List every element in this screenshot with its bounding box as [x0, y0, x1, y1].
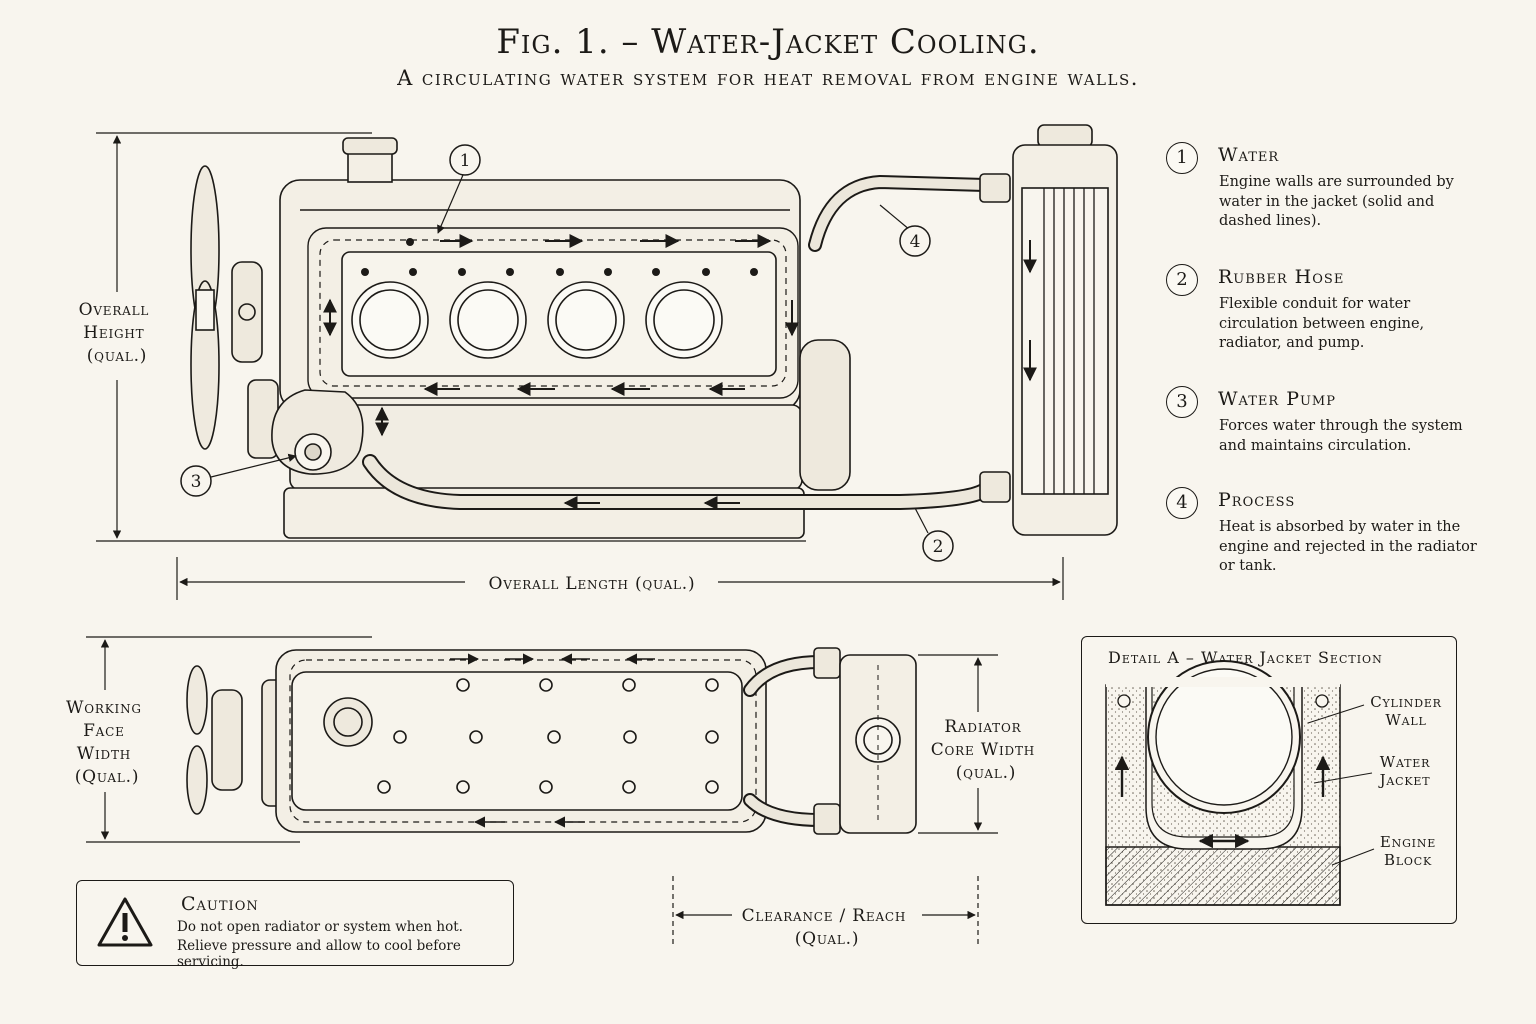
detail-a-box: Detail A – Water Jacket Section Cylinder…	[1081, 636, 1457, 924]
caution-line-1: Do not open radiator or system when hot.	[177, 919, 463, 935]
callout-3-label: 3	[191, 472, 202, 492]
legend-description: Flexible conduit for water circulation b…	[1219, 296, 1425, 351]
legend-title: Rubber Hose	[1218, 266, 1345, 288]
legend-title: Process	[1218, 489, 1296, 511]
callout-3: 3	[180, 465, 212, 497]
callout-1-label: 1	[460, 151, 471, 171]
detail-title: Detail A – Water Jacket Section	[1108, 648, 1383, 667]
legend-number: 2	[1166, 264, 1198, 296]
dimension-lines-upper	[96, 132, 1064, 600]
water-pump-icon	[271, 389, 364, 475]
caution-box: Caution Do not open radiator or system w…	[76, 880, 514, 970]
warning-triangle-icon	[97, 897, 153, 947]
working-face-width-label: Working Face Width (Qual.)	[66, 698, 148, 787]
legend-description: Forces water through the system and main…	[1219, 418, 1463, 454]
legend-description: Heat is absorbed by water in the engine …	[1219, 519, 1477, 574]
figure-title: Fig. 1. – Water-Jacket Cooling.	[496, 22, 1040, 62]
legend-number: 4	[1166, 487, 1198, 519]
clearance-reach-label: Clearance / Reach (Qual.)	[742, 906, 913, 949]
callout-4-label: 4	[910, 232, 921, 252]
callout-1: 1	[449, 144, 481, 176]
legend-description: Engine walls are surrounded by water in …	[1219, 174, 1454, 229]
callout-4: 4	[899, 225, 931, 257]
legend-title: Water	[1218, 144, 1280, 166]
overall-height-label: Overall Height (qual.)	[79, 300, 156, 366]
legend-number: 1	[1166, 142, 1198, 174]
radiator-side-view	[1012, 124, 1118, 536]
fan-icon	[190, 165, 220, 450]
caution-title: Caution	[181, 893, 259, 915]
figure-subtitle: A circulating water system for heat remo…	[397, 66, 1139, 90]
radiator-core-width-label: Radiator Core Width (qual.)	[931, 717, 1042, 783]
callout-leaders	[210, 174, 929, 534]
water-jacket-section-icon	[1105, 660, 1375, 906]
dimension-lines-lower	[86, 636, 998, 948]
engine-side-view	[190, 137, 851, 539]
legend-number: 3	[1166, 386, 1198, 418]
engine-top-view	[186, 647, 917, 835]
caution-line-2: Relieve pressure and allow to cool befor…	[177, 938, 461, 970]
overall-length-label: Overall Length (qual.)	[489, 574, 696, 594]
legend-title: Water Pump	[1218, 388, 1336, 410]
callout-2-label: 2	[933, 537, 944, 557]
callout-2: 2	[922, 530, 954, 562]
